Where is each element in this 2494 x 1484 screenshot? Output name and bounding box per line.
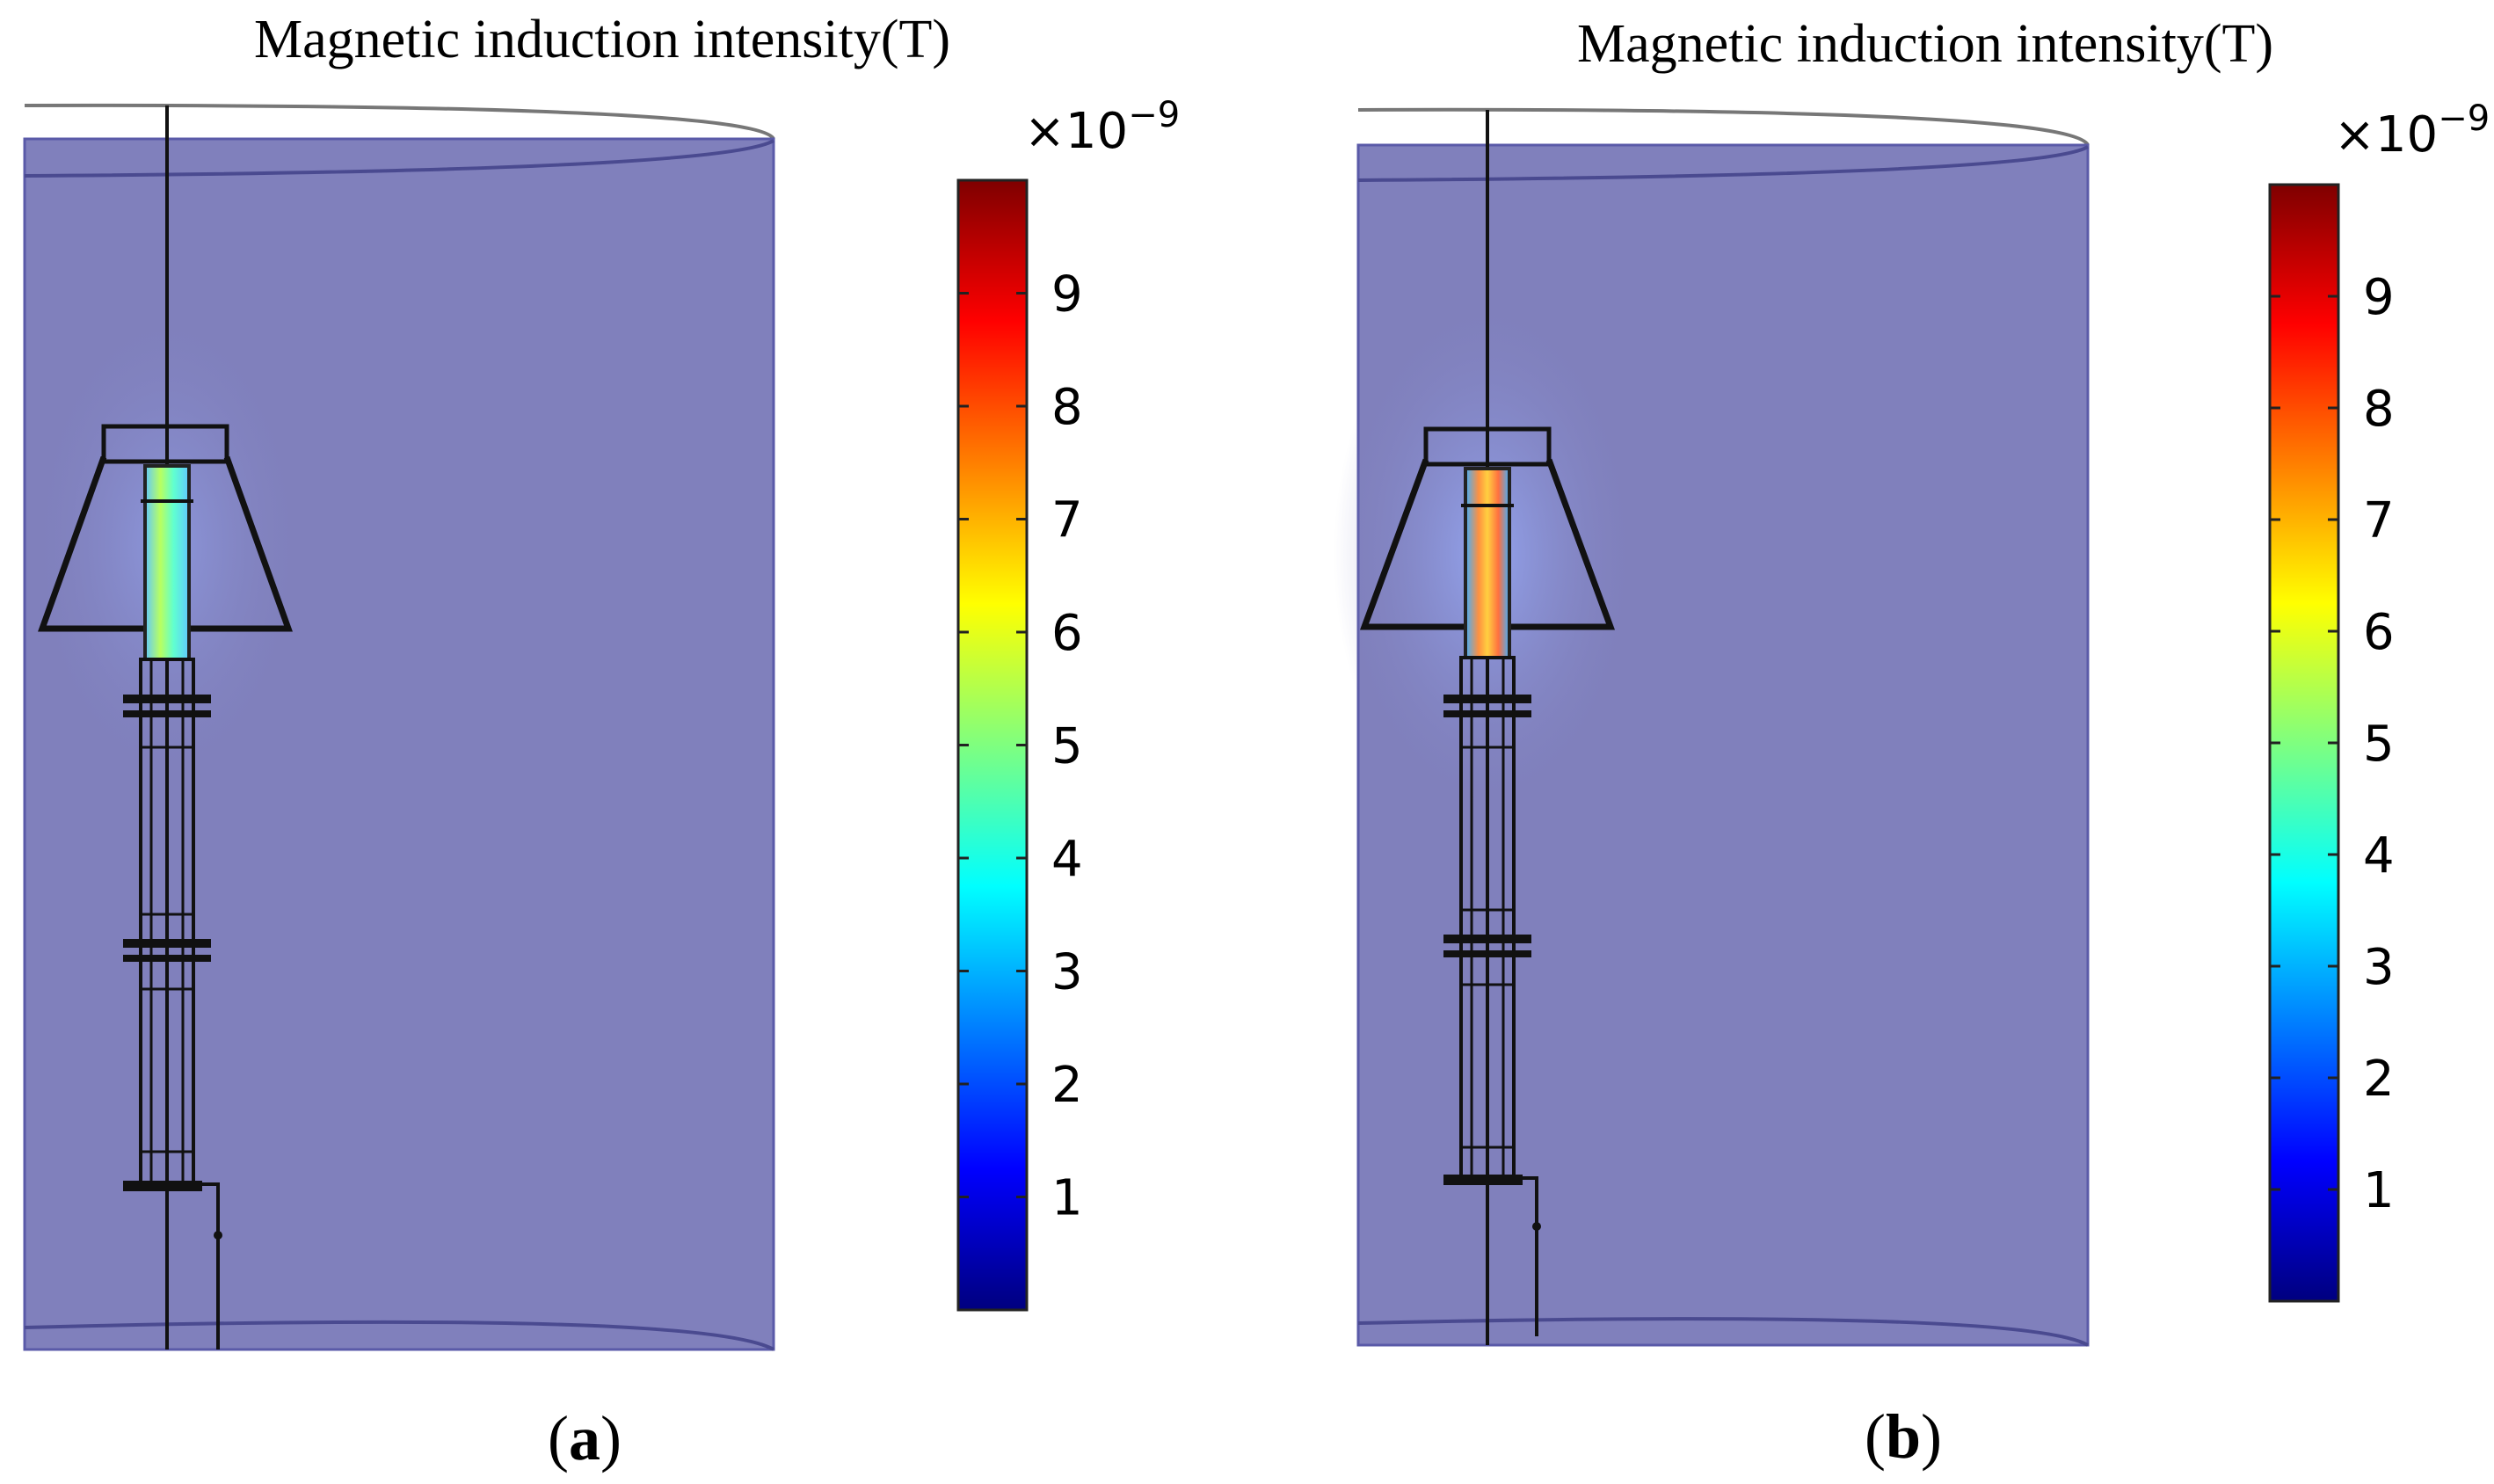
- domain-bottom-edge: [24, 1320, 774, 1351]
- colorbar-tick-label: 2: [1051, 1057, 1083, 1114]
- top-cap: [101, 424, 229, 464]
- colorbar-ticks: 1 2 3 4 5 6 7 8 9: [2270, 269, 2395, 1219]
- colorbar: 1 2 3 4 5 6 7 8 9 ×10−9: [2268, 98, 2490, 1303]
- flange-2: [1443, 935, 1531, 943]
- colorbar-tick-label: 3: [1051, 944, 1083, 1001]
- colorbar-tick-label: 9: [2363, 269, 2395, 326]
- colorbar: 1 2 3 4 5 6 7 8 9 ×10−9: [956, 95, 1180, 1312]
- colorbar-tick-label: 3: [2363, 939, 2395, 996]
- colorbar-tick-label: 7: [1051, 492, 1083, 549]
- panel-caption: (a): [548, 1403, 622, 1473]
- colorbar-tick-label: 4: [1051, 831, 1083, 888]
- flange-2: [123, 939, 211, 948]
- colorbar-tick-label: 2: [2363, 1051, 2395, 1108]
- top-cap: [1423, 426, 1552, 467]
- colorbar-tick-label: 5: [1051, 718, 1083, 775]
- colorbar-tick-label: 1: [2363, 1162, 2395, 1219]
- colorbar-tick-label: 9: [1051, 266, 1083, 324]
- colorbar-multiplier: ×10−9: [2334, 98, 2490, 164]
- colorbar-tick-label: 6: [1051, 605, 1083, 662]
- panel-caption: (b): [1865, 1401, 1942, 1472]
- emitter-rod: [143, 464, 191, 661]
- feed-cable: [198, 1182, 220, 1349]
- panel-b: Magnetic induction intensity(T): [1334, 14, 2490, 1472]
- colorbar-tick-label: 8: [2363, 381, 2395, 438]
- colorbar-multiplier: ×10−9: [1024, 95, 1180, 160]
- flange-1: [123, 695, 211, 703]
- colorbar-tick-label: 8: [1051, 379, 1083, 436]
- colorbar-ticks: 1 2 3 4 5 6 7 8 9: [958, 266, 1083, 1227]
- flange-1: [1443, 695, 1531, 703]
- domain-top-ellipse: [24, 103, 775, 141]
- emitter-rod: [1464, 467, 1511, 659]
- panel-a: Magnetic induction intensity(T): [23, 10, 1180, 1473]
- base-flange: [123, 1181, 202, 1191]
- antenna-geometry: [1334, 110, 1641, 1345]
- colorbar-tick-label: 7: [2363, 492, 2395, 549]
- domain-top-edge: [24, 139, 775, 178]
- base-flange: [1443, 1175, 1523, 1185]
- panel-title: Magnetic induction intensity(T): [1577, 14, 2273, 74]
- panel-title: Magnetic induction intensity(T): [254, 10, 950, 69]
- domain-top-ellipse: [1357, 107, 2090, 147]
- colorbar-fill: [2268, 183, 2340, 1303]
- antenna-geometry: [26, 105, 308, 1349]
- colorbar-tick-label: 5: [2363, 716, 2395, 773]
- colorbar-tick-label: 4: [2363, 827, 2395, 884]
- feed-cable: [1518, 1176, 1538, 1336]
- colorbar-tick-label: 6: [2363, 604, 2395, 661]
- colorbar-tick-label: 1: [1051, 1170, 1083, 1227]
- domain-top-edge: [1357, 145, 2090, 182]
